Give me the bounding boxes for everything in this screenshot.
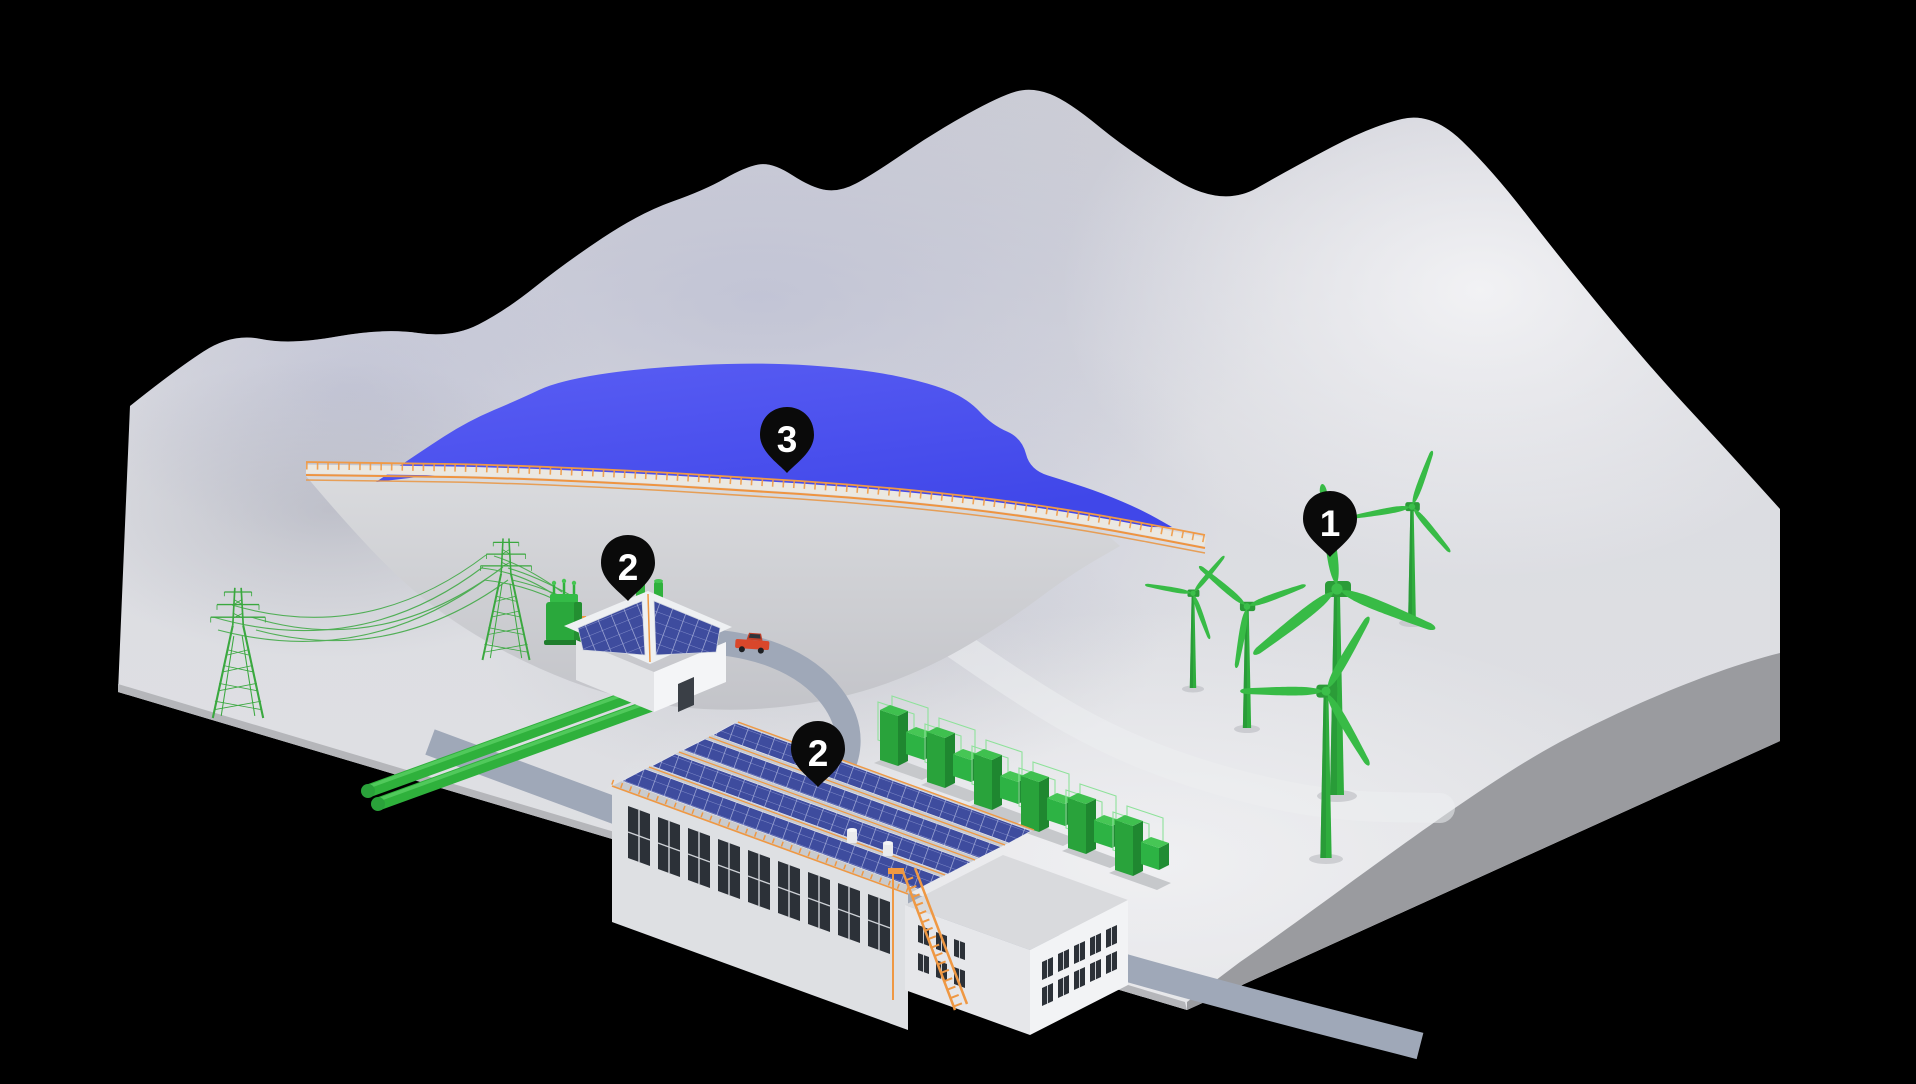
factory-annex — [905, 855, 1128, 1035]
marker-pin-2-powerhouse[interactable]: 2 — [601, 535, 655, 601]
roof-vent — [847, 828, 893, 856]
pickup-truck — [735, 632, 770, 654]
factory-building — [611, 721, 1128, 1035]
power-lines — [209, 537, 575, 720]
terrain-front-right-face — [1187, 653, 1780, 1010]
marker-label: 2 — [808, 733, 829, 774]
wind-farm — [1143, 433, 1482, 864]
door — [678, 677, 694, 712]
marker-label: 1 — [1320, 503, 1341, 544]
marker-label: 2 — [618, 547, 639, 588]
marker-pin-1[interactable]: 1 — [1303, 491, 1357, 557]
ground-trail — [935, 625, 1455, 823]
powerhouse-building — [564, 574, 732, 712]
dam-wall — [306, 469, 1120, 710]
solar-array — [577, 600, 646, 656]
penstock-pipes — [361, 682, 667, 811]
marker-pin-3[interactable]: 3 — [760, 407, 814, 473]
power-wires — [212, 554, 575, 642]
roof-railings — [611, 721, 1035, 895]
marker-pin-2-factory[interactable]: 2 — [791, 721, 845, 787]
dam-walkway — [305, 461, 1206, 554]
solar-array — [653, 600, 721, 656]
fire-escape-stairs — [888, 867, 969, 1014]
marker-label: 3 — [777, 419, 798, 460]
transformer — [544, 578, 586, 645]
